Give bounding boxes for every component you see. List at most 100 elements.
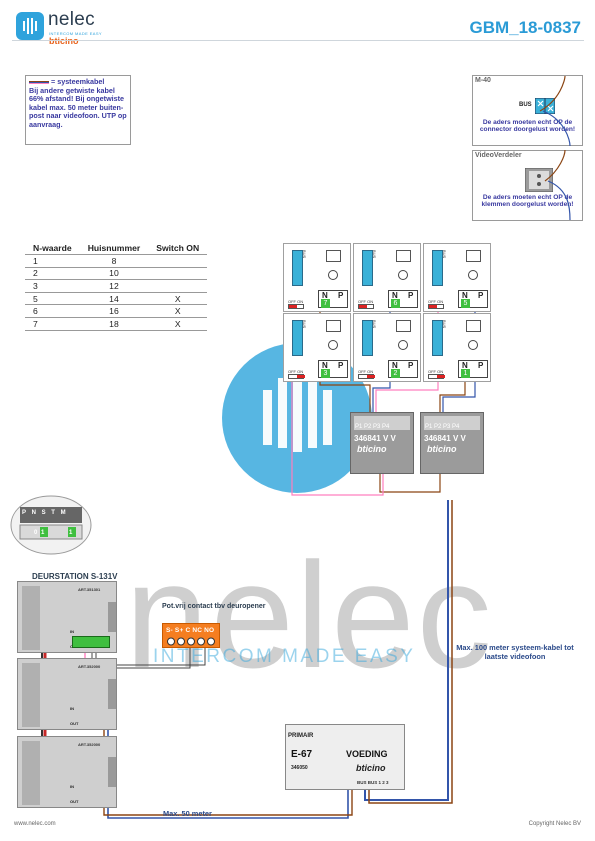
- knob-icon: [398, 270, 408, 280]
- cell: 10: [79, 267, 149, 281]
- bus-label: BUS: [442, 250, 447, 259]
- doorstation-terminal-strip: [72, 636, 110, 648]
- switch-label: OFF ON: [428, 369, 444, 374]
- cell: 6: [25, 304, 80, 318]
- company-logo[interactable]: nelec INTERCOM MADE EASY bticino: [16, 9, 126, 46]
- switch-label: OFF ON: [358, 369, 374, 374]
- knob-icon: [468, 340, 478, 350]
- logo-tagline: INTERCOM MADE EASY: [49, 31, 102, 36]
- keypad-zoom: [10, 495, 92, 555]
- switch-toggle[interactable]: [358, 374, 375, 379]
- n-label: N: [392, 361, 398, 370]
- keypad-s: S: [41, 510, 48, 516]
- cable-legend: = systeemkabel Bij andere getwiste kabel…: [25, 75, 131, 145]
- p-label: P: [338, 361, 344, 370]
- keypad-p: P: [22, 510, 28, 516]
- distributor-1-model: 346841 V V: [354, 434, 396, 443]
- distributor-1-ports: P1 P2 P3 P4: [355, 424, 390, 430]
- psu-name: VOEDING: [346, 749, 388, 759]
- keypad-t: T: [51, 510, 57, 516]
- keypad-value-t: 1: [69, 530, 73, 536]
- cell: [148, 267, 208, 281]
- module-code: ART.351301: [78, 587, 101, 592]
- knob-icon: [468, 270, 478, 280]
- table-header-row: N-waarde Huisnummer Switch ON: [25, 241, 208, 255]
- switch-label: OFF ON: [428, 299, 444, 304]
- module-side-tab: [108, 679, 116, 709]
- n-value: 5: [461, 299, 470, 308]
- document-code: GBM_18-0837: [469, 18, 581, 37]
- screen-icon: [396, 250, 411, 262]
- logo-mark-icon: [16, 12, 44, 40]
- distributor-2-model-code: 346841: [424, 434, 451, 443]
- psu-code: 346050: [291, 765, 308, 771]
- psu-primary-label: PRIMAIR: [288, 733, 314, 739]
- distributor-2: P1 P2 P3 P4 346841 V V bticino: [420, 412, 484, 474]
- module-frame: [22, 663, 40, 727]
- switch-toggle[interactable]: [288, 304, 304, 309]
- module-in-label: IN: [70, 706, 74, 711]
- n-label: N: [462, 291, 468, 300]
- relay-terminals: S- S+ C NC NO: [166, 627, 215, 634]
- psu-terminals: BUS BUS 1 2 3: [357, 780, 389, 785]
- cell: [148, 279, 208, 293]
- psu-model: E-67: [291, 749, 313, 760]
- p-label: P: [338, 291, 344, 300]
- cell: 14: [79, 292, 149, 306]
- p-label: P: [408, 361, 414, 370]
- knob-icon: [328, 270, 338, 280]
- switch-toggle[interactable]: [428, 374, 445, 379]
- keypad-value-n: 0: [34, 530, 38, 536]
- bus-terminal-icon: [362, 320, 373, 356]
- screen-icon: [326, 320, 341, 332]
- bus-terminal-icon: [432, 320, 443, 356]
- switch-label: OFF ON: [288, 369, 304, 374]
- n-label: N: [322, 361, 328, 370]
- knob-icon: [328, 340, 338, 350]
- keypad-value-s: 1: [41, 530, 45, 536]
- keypad-n: N: [31, 510, 38, 516]
- module-frame: [22, 586, 40, 650]
- p-label: P: [478, 291, 484, 300]
- n-value: 7: [321, 299, 330, 308]
- p-label: P: [408, 291, 414, 300]
- col-huisnummer: Huisnummer: [79, 241, 149, 255]
- distributor-1-model-code: 346841: [354, 434, 381, 443]
- bus-label: BUS: [442, 320, 447, 329]
- module-out-label: OUT: [70, 721, 79, 726]
- n-label: N: [462, 361, 468, 370]
- switch-toggle[interactable]: [428, 304, 444, 309]
- module-code: ART.352000: [78, 742, 101, 747]
- system-cable-swatch: [29, 80, 49, 84]
- col-n-waarde: N-waarde: [25, 241, 80, 255]
- module-in-label: IN: [70, 629, 74, 634]
- switch-toggle[interactable]: [288, 374, 305, 379]
- n-value: 3: [321, 369, 330, 378]
- n-value: 6: [391, 299, 400, 308]
- doorstation-title: DEURSTATION S-131V: [32, 572, 118, 581]
- module-in-label: IN: [70, 784, 74, 789]
- watermark-tagline: INTERCOM MADE EASY: [153, 646, 416, 667]
- switch-toggle[interactable]: [358, 304, 374, 309]
- bus-label: BUS: [372, 250, 377, 259]
- footer-website[interactable]: www.nelec.com: [14, 821, 56, 827]
- cell: X: [148, 317, 208, 331]
- distributor-1-brand: bticino: [357, 444, 387, 454]
- screen-icon: [466, 320, 481, 332]
- col-switch-on: Switch ON: [148, 241, 208, 255]
- screen-icon: [466, 250, 481, 262]
- cell: 1: [25, 254, 80, 268]
